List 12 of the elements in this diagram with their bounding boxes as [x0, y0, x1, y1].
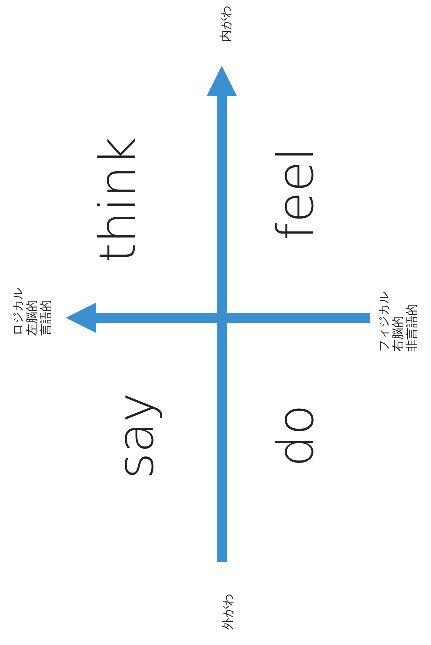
axis-label: 左脳的	[25, 300, 39, 336]
axis-label: 言語的	[39, 300, 53, 336]
axis-label: 内がわ	[220, 6, 232, 42]
axis-label: 右脳的	[391, 316, 405, 352]
quadrant-label: feel	[271, 147, 321, 241]
quadrant-label: think	[93, 137, 143, 263]
quadrant-label: say	[111, 392, 161, 480]
quadrant-label: do	[271, 404, 321, 468]
axis-label: 非言語的	[405, 304, 419, 352]
axis-label: 外がわ	[222, 594, 234, 630]
axis-label: フィジカル	[377, 292, 391, 352]
axis-label: ロジカル	[11, 288, 25, 336]
